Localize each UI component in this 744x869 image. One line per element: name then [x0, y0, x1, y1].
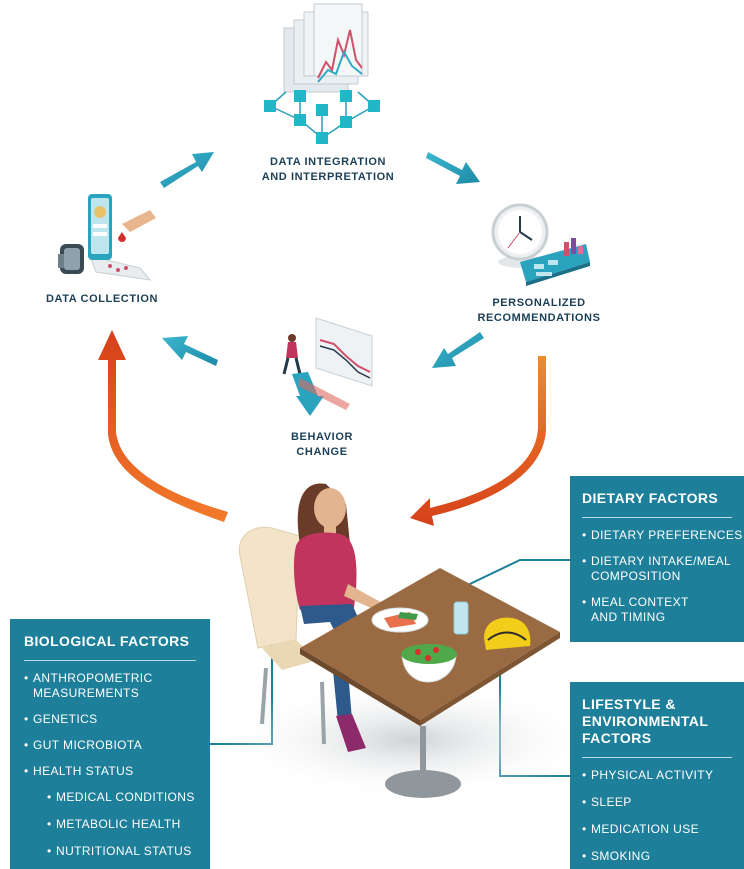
- personalized-recommendations-label: PERSONALIZED RECOMMENDATIONS: [477, 297, 601, 324]
- arrow-collection-to-integration: [160, 152, 214, 188]
- list-item: MEAL CONTEXT AND TIMING: [582, 595, 744, 625]
- list-item: ANTHROPOMETRIC MEASUREMENTS: [24, 671, 210, 701]
- cycle-arrows: [160, 152, 484, 368]
- panel-divider: [24, 660, 196, 661]
- list-item: HEALTH STATUS: [24, 764, 210, 779]
- lifestyle-factors-list: PHYSICAL ACTIVITY SLEEP MEDICATION USE S…: [582, 768, 744, 864]
- data-integration-label: DATA INTEGRATION AND INTERPRETATION: [261, 156, 395, 183]
- panel-divider: [582, 757, 732, 758]
- list-item: PHYSICAL ACTIVITY: [582, 768, 744, 783]
- list-item: GUT MICROBIOTA: [24, 738, 210, 753]
- wearable-devices-icon: [58, 194, 156, 281]
- sub-list-item: NUTRITIONAL STATUS: [47, 844, 210, 859]
- list-item: DIETARY PREFERENCES: [582, 528, 744, 543]
- data-grid-network-icon: [264, 3, 380, 144]
- lifestyle-environmental-factors-panel: LIFESTYLE & ENVIRONMENTAL FACTORS PHYSIC…: [570, 682, 744, 869]
- list-item: GENETICS: [24, 712, 210, 727]
- dietary-factors-list: DIETARY PREFERENCES DIETARY INTAKE/MEAL …: [582, 528, 744, 625]
- arrow-integration-to-recommendations: [426, 152, 480, 184]
- arrow-behavior-to-collection: [162, 336, 218, 366]
- dietary-factors-panel: DIETARY FACTORS DIETARY PREFERENCES DIET…: [570, 476, 744, 642]
- clock-and-phone-icon: [491, 203, 590, 286]
- sub-list-item: METABOLIC HEALTH: [47, 817, 210, 832]
- biological-factors-panel: BIOLOGICAL FACTORS ANTHROPOMETRIC MEASUR…: [10, 619, 210, 869]
- panel-divider: [582, 517, 732, 518]
- list-item: SMOKING: [582, 849, 744, 864]
- biological-factors-list: ANTHROPOMETRIC MEASUREMENTS GENETICS GUT…: [24, 671, 210, 779]
- feedback-arrow-left: [98, 330, 228, 522]
- list-item: SLEEP: [582, 795, 744, 810]
- list-item: DIETARY INTAKE/MEAL COMPOSITION: [582, 554, 744, 584]
- person-running-chart-icon: [282, 317, 373, 416]
- sub-list-item: MEDICAL CONDITIONS: [47, 790, 210, 805]
- arrow-recommendations-to-behavior: [432, 332, 484, 368]
- feedback-arrow-right: [410, 356, 546, 526]
- lifestyle-factors-title: LIFESTYLE & ENVIRONMENTAL FACTORS: [582, 696, 709, 746]
- behavior-change-label: BEHAVIOR CHANGE: [290, 431, 354, 458]
- data-collection-label: DATA COLLECTION: [45, 293, 159, 305]
- list-item: MEDICATION USE: [582, 822, 744, 837]
- woman-eating-at-table-illustration: [220, 483, 600, 800]
- biological-factors-title: BIOLOGICAL FACTORS: [24, 633, 190, 649]
- health-status-sublist: MEDICAL CONDITIONS METABOLIC HEALTH NUTR…: [24, 790, 210, 859]
- dietary-factors-title: DIETARY FACTORS: [582, 490, 719, 506]
